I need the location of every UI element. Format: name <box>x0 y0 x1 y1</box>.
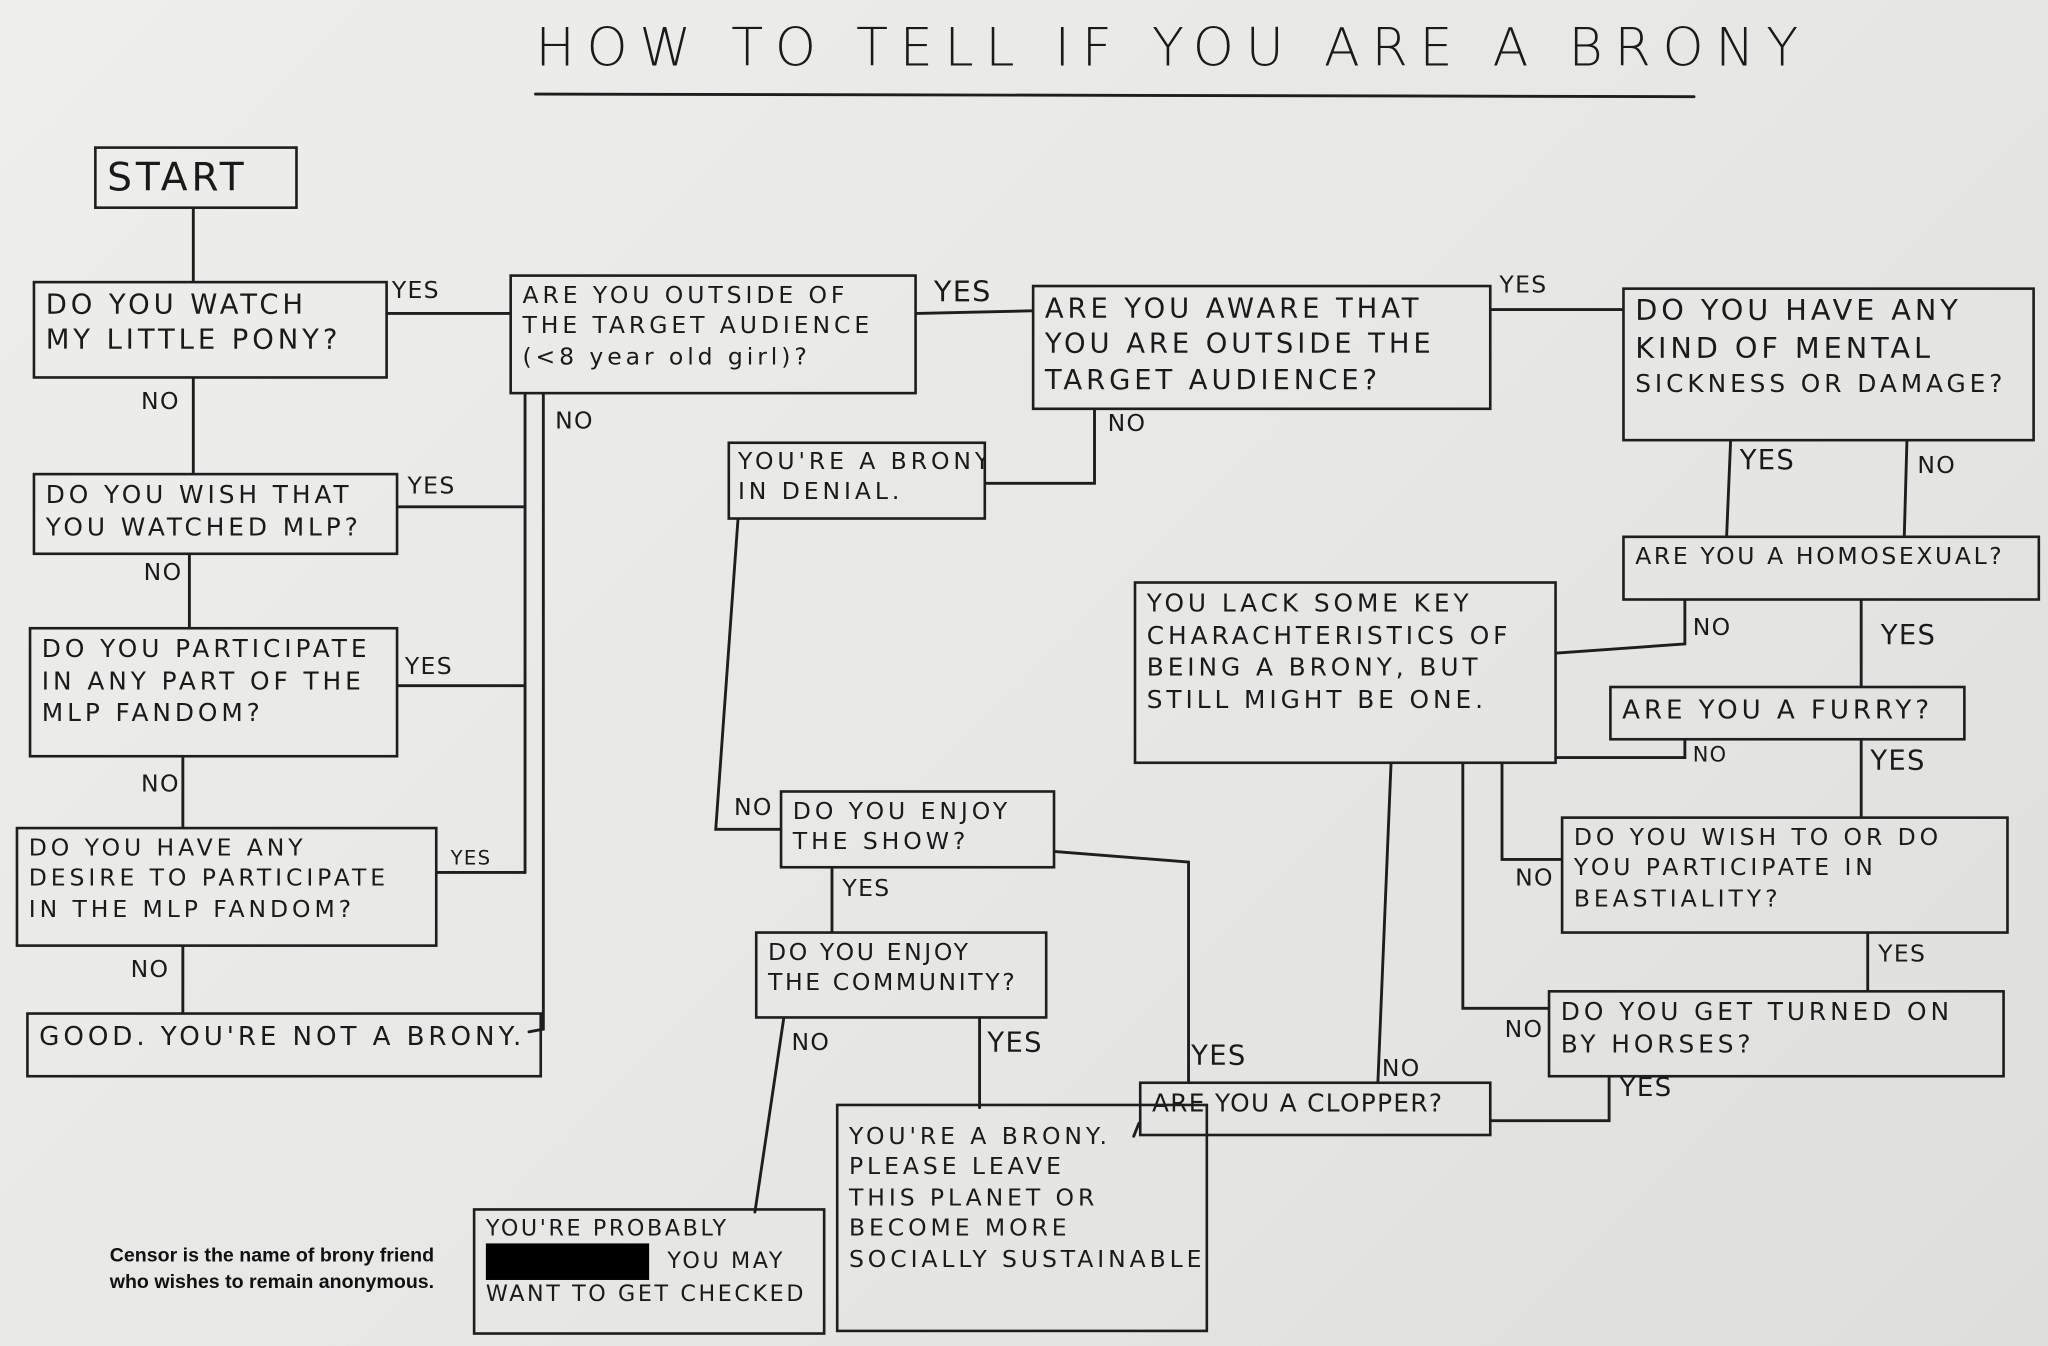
result-brony: You're a brony.Please leavethis planet o… <box>835 1103 1209 1333</box>
result-probably-censor: You're probablyyou maywant to get checke… <box>472 1208 826 1335</box>
edge-label-yes: YES <box>391 276 440 305</box>
edge-label-yes: YES <box>1878 940 1927 968</box>
question-watch-mlp: Do you watchmy little pony? <box>32 280 388 379</box>
start-node: START <box>94 146 298 209</box>
question-outside-audience: Are you outside ofthe target audience(<8… <box>509 274 917 395</box>
edge-label-no: NO <box>1107 410 1147 438</box>
question-mental-sickness: Do you have anykind of mentalsickness or… <box>1622 287 2035 442</box>
censor-bar <box>485 1243 650 1281</box>
question-wish-watched: Do you wish thatyou watched MLP? <box>32 472 399 556</box>
question-participate-fandom: Do you participatein any part of theMLP … <box>28 626 399 758</box>
edge-label-yes: YES <box>933 276 992 310</box>
edge-label-yes: YES <box>1870 744 1926 776</box>
question-enjoy-show: Do you enjoythe show? <box>779 790 1056 869</box>
question-enjoy-community: Do you enjoythe community? <box>754 931 1048 1019</box>
question-aware-outside: Are you aware thatyou are outside thetar… <box>1031 284 1492 411</box>
edge-label-no: NO <box>1692 741 1728 767</box>
edge-label-no: NO <box>1692 613 1732 642</box>
edge-label-no: NO <box>1381 1055 1421 1083</box>
edge-label-yes: YES <box>404 653 453 681</box>
result-brony-denial: You're a bronyin denial. <box>727 441 987 520</box>
edge-label-no: NO <box>1504 1016 1544 1044</box>
edge-label-no: NO <box>1515 864 1554 893</box>
edge-label-no: NO <box>791 1029 831 1057</box>
edge-label-yes: YES <box>1499 271 1548 300</box>
result-not-brony: Good. You're not a brony. <box>26 1012 543 1078</box>
question-homosexual: Are you a homosexual? <box>1622 535 2041 601</box>
edge-label-yes: YES <box>987 1026 1043 1058</box>
edge-label-yes: YES <box>1739 444 1796 476</box>
edge-label-no: NO <box>141 387 180 416</box>
edge-label-no: NO <box>1917 451 1957 480</box>
edge-label-yes: YES <box>1619 1071 1673 1103</box>
edge-label-yes: YES <box>842 875 891 903</box>
question-beastiality: Do you wish to or doyou participate inbe… <box>1560 816 2009 934</box>
question-clopper: Are you a clopper? <box>1138 1081 1492 1137</box>
edge-label-no: NO <box>734 794 773 822</box>
edge-label-yes: YES <box>407 472 456 501</box>
edge-label-no: NO <box>141 770 180 799</box>
question-turned-on-horses: Do you get turned onby horses? <box>1547 990 2005 1078</box>
edge-label-yes: YES <box>1880 619 1937 651</box>
edge-label-yes: YES <box>450 846 492 870</box>
question-furry: Are you a furry? <box>1609 685 1966 741</box>
chart-title: HOW TO TELL IF YOU ARE A BRONY <box>535 18 1810 79</box>
edge-label-no: NO <box>555 407 594 435</box>
question-desire-participate: Do you have anydesire to participatein t… <box>15 826 438 947</box>
result-lack-characteristics: You lack some keycharachteristics ofbein… <box>1133 581 1557 765</box>
edge-label-no: NO <box>130 956 170 984</box>
edge-label-yes: YES <box>1191 1039 1247 1072</box>
edge-label-no: NO <box>143 559 183 587</box>
